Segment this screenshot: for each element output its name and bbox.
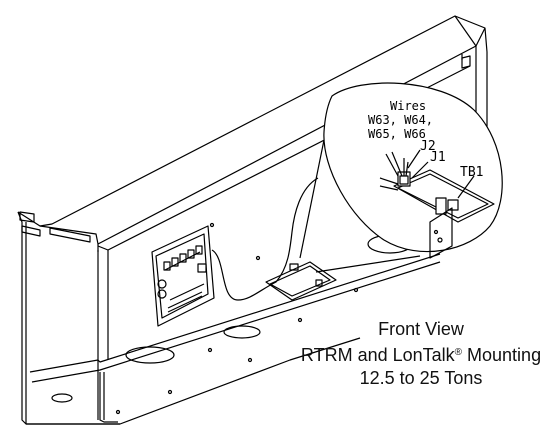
- label-tb1: TB1: [460, 165, 483, 180]
- wires-line-1: W63, W64,: [368, 113, 433, 127]
- registered-mark: ®: [454, 347, 463, 358]
- label-leaders: [407, 149, 475, 199]
- caption-line-2-prefix: RTRM and LonTalk: [300, 345, 455, 365]
- label-j2: J2: [420, 139, 436, 154]
- rtrm-board: [151, 225, 215, 327]
- wires-line-2: W65, W66: [368, 127, 426, 141]
- caption-line-2: RTRM and LonTalk® Mounting: [300, 341, 542, 367]
- figure-caption: Front View RTRM and LonTalk® Mounting 12…: [300, 318, 542, 390]
- lontalk-board: [265, 261, 337, 301]
- label-j1: J1: [430, 150, 446, 165]
- zoomed-lontalk-board: [379, 151, 495, 259]
- caption-line-3: 12.5 to 25 Tons: [359, 368, 483, 388]
- caption-line-1: Front View: [378, 319, 464, 339]
- floor-details: [115, 222, 439, 415]
- harness-cable: [211, 177, 319, 301]
- wires-title: Wires: [390, 99, 426, 113]
- caption-line-2-suffix: Mounting: [462, 345, 542, 365]
